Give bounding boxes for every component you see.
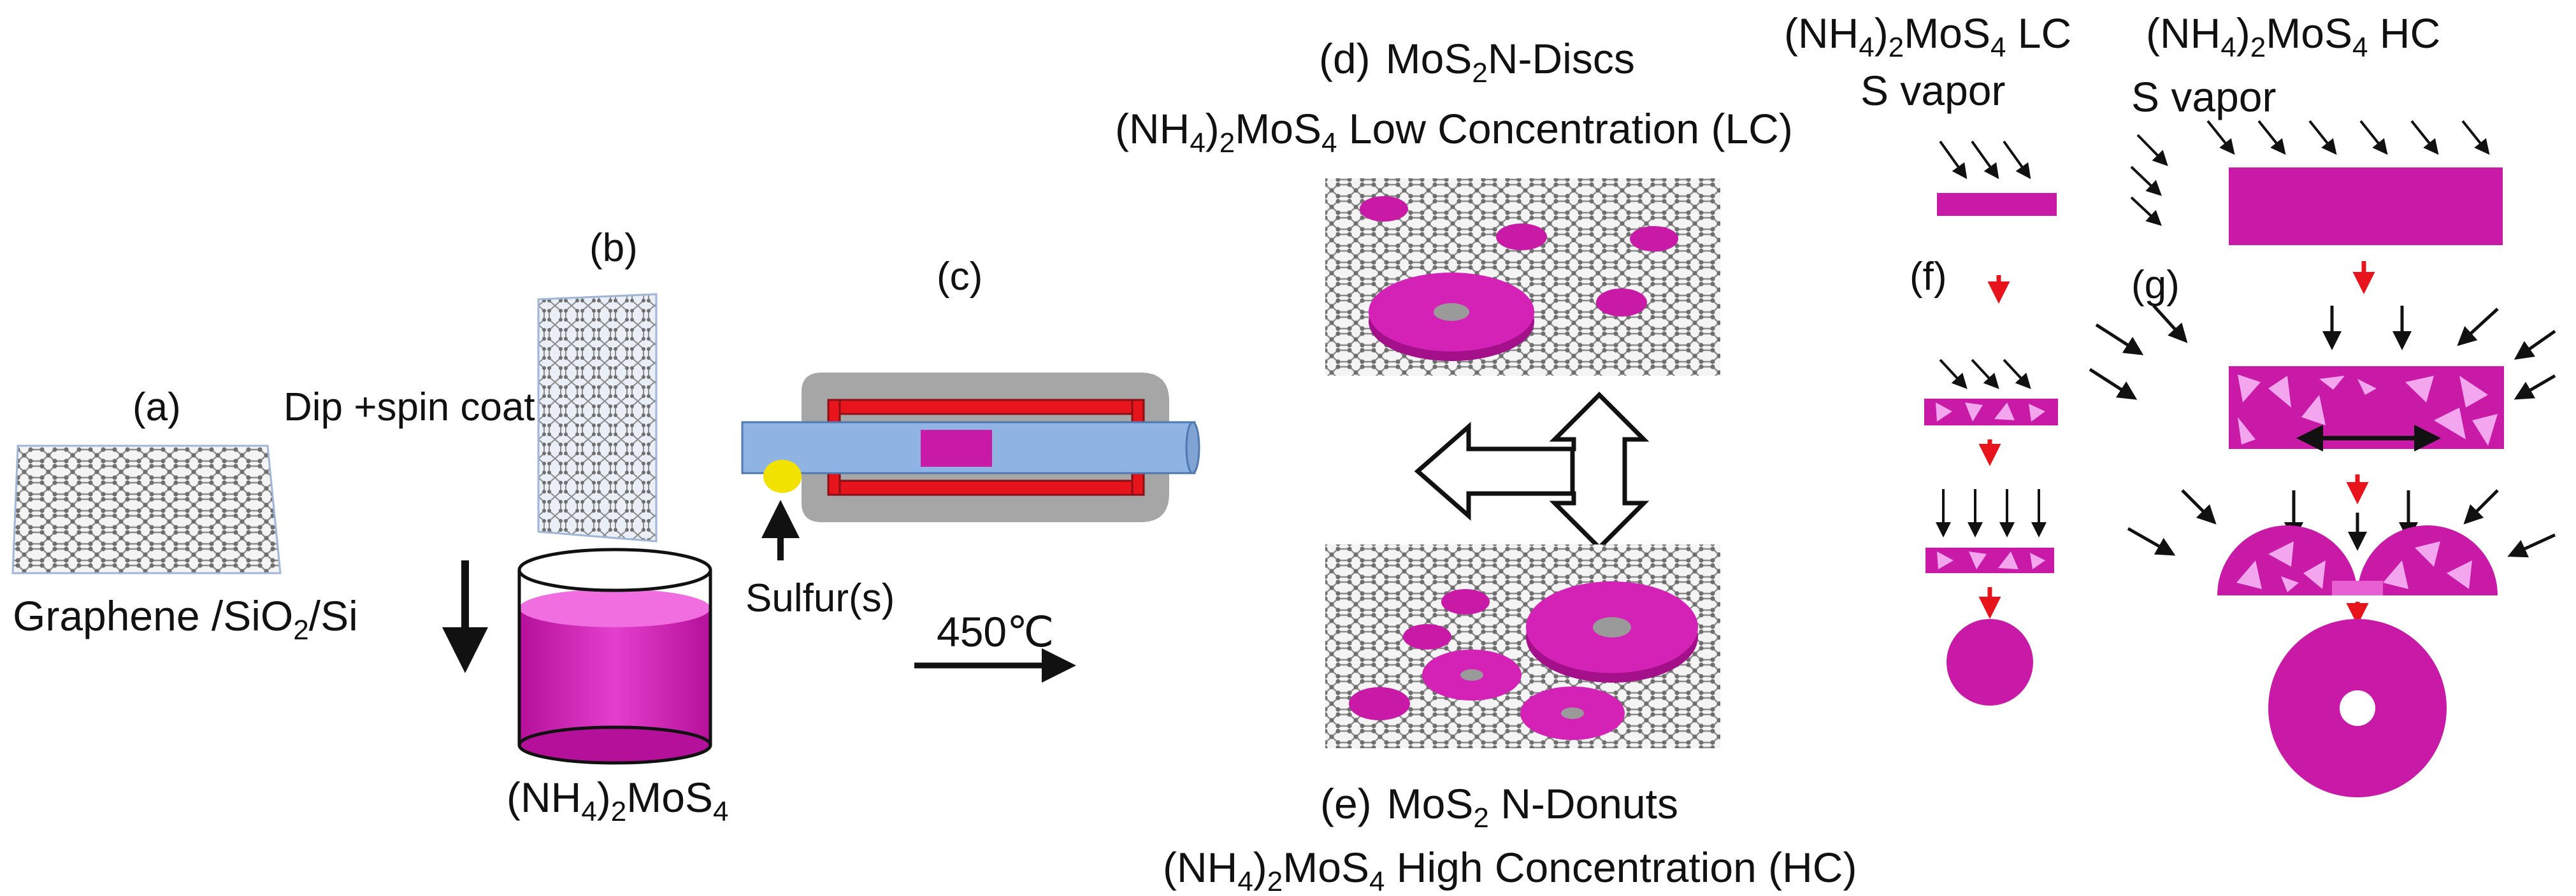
- panel-a-tag: (a): [133, 385, 181, 429]
- hc-step-3: [2127, 489, 2556, 595]
- lc-step-3: [1925, 489, 2054, 573]
- lc-step-2: [1924, 359, 2058, 425]
- panel-b-tag: (b): [589, 226, 638, 270]
- panel-d-title: (d)MoS2N-Discs: [1319, 35, 1635, 89]
- precursor-beaker: [517, 548, 712, 765]
- sample-in-tube: [921, 430, 992, 467]
- panel-f-tag: (f): [1910, 255, 1947, 299]
- panel-f-header: (NH4)2MoS4 LC: [1784, 10, 2071, 63]
- graphene-sample-vertical: [537, 293, 658, 543]
- panel-d-condition: (NH4)2MoS4 Low Concentration (LC): [1115, 105, 1793, 159]
- panel-c-tag: (c): [937, 255, 982, 299]
- panel-g-vapor: S vapor: [2131, 73, 2276, 120]
- precursor-label: (NH4)2MoS4: [507, 774, 728, 827]
- panel-g-tag: (g): [2131, 263, 2180, 307]
- hc-step-1: [2130, 120, 2503, 245]
- hc-step-2: [2089, 304, 2556, 452]
- donuts-on-graphene: [1325, 544, 1720, 748]
- hc-final-donut: [2268, 619, 2447, 797]
- discs-on-graphene: [1325, 178, 1720, 376]
- panel-e-condition: (NH4)2MoS4 High Concentration (HC): [1163, 844, 1857, 896]
- sulfur-source: [763, 460, 802, 493]
- panel-f-vapor: S vapor: [1860, 67, 2005, 114]
- hollow-double-arrow: [1414, 392, 1650, 551]
- temperature-label: 450℃: [937, 608, 1054, 655]
- lc-final-disc: [1946, 619, 2033, 706]
- panel-e-title: (e)MoS2 N-Donuts: [1320, 780, 1678, 834]
- tube-furnace: [741, 373, 1200, 522]
- lc-step-1: [1937, 140, 2057, 216]
- panel-g-header: (NH4)2MoS4 HC: [2146, 10, 2440, 63]
- sulfur-label: Sulfur(s): [745, 576, 895, 620]
- graphene-substrate: [11, 444, 282, 574]
- dip-spin-coat-label: Dip +spin coat: [284, 385, 535, 429]
- panel-a-caption: Graphene /SiO2/Si: [13, 592, 358, 646]
